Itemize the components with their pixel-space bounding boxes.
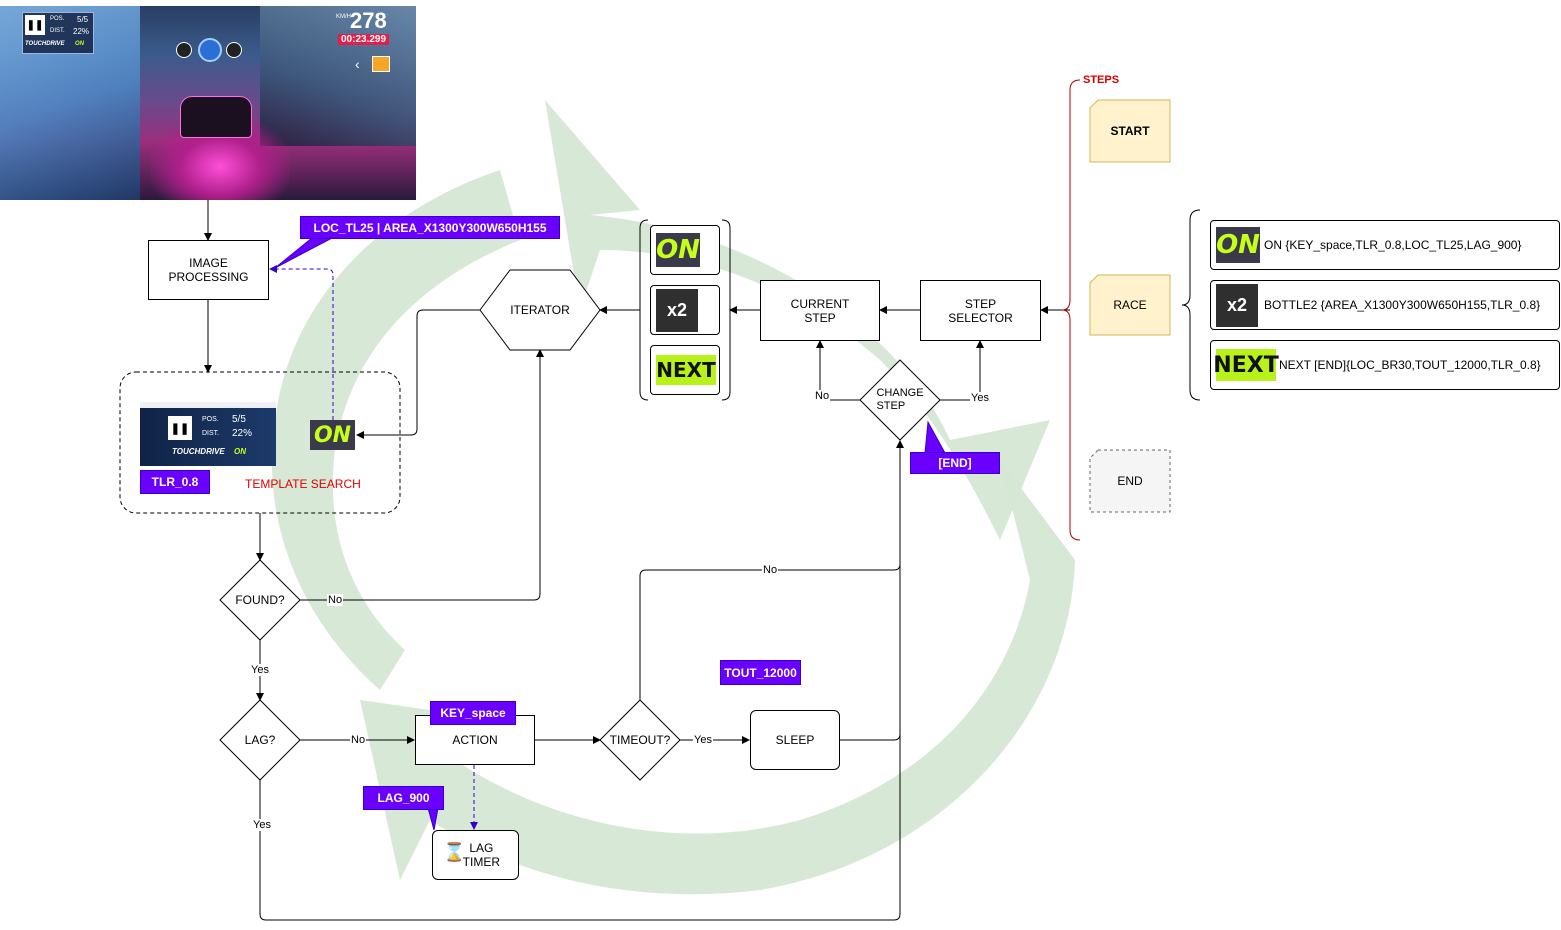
rotate-right-icon xyxy=(226,42,242,58)
rotate-left-icon xyxy=(176,42,192,58)
race-step-on: ON ON {KEY_space,TLR_0.8,LOC_TL25,LAG_90… xyxy=(1210,220,1560,270)
sleep-node: SLEEP xyxy=(750,710,840,770)
recycle-icon xyxy=(271,100,1075,895)
image-processing-node: IMAGE PROCESSING xyxy=(148,240,269,300)
template-thumbnail: ❚❚ POS. 5/5 DIST. 22% TOUCHDRIVE ON xyxy=(140,402,276,466)
hud-touchdrive-label: TOUCHDRIVE xyxy=(25,41,65,47)
template-search-label: TEMPLATE SEARCH xyxy=(245,477,361,491)
steps-label: STEPS xyxy=(1082,74,1121,86)
race-bottle-multiplier: x2 xyxy=(1226,295,1248,315)
timeout-diamond xyxy=(599,699,681,781)
start-step: START xyxy=(1110,124,1150,138)
timeout-yes-label: Yes xyxy=(693,734,713,746)
thumb-pos-value: 5/5 xyxy=(232,414,246,425)
hud-panel: ❚❚ POS. 5/5 DIST. 22% TOUCHDRIVE ON xyxy=(22,12,94,54)
start-note xyxy=(1089,99,1171,163)
race-timer: 00:23.299 xyxy=(338,34,390,45)
lag-label: LAG? xyxy=(244,733,276,747)
lag-timer-node: ⌛ LAG TIMER xyxy=(432,830,519,880)
tout-tag: TOUT_12000 xyxy=(720,660,801,685)
next-icon: NEXT xyxy=(656,355,716,385)
bottle-multiplier: x2 xyxy=(666,300,688,320)
lag-no-label: No xyxy=(350,734,367,746)
found-yes-label: Yes xyxy=(250,664,270,676)
key-space-tag: KEY_space xyxy=(430,701,516,725)
race-step: RACE xyxy=(1113,298,1147,312)
race-on-icon: ON xyxy=(1216,227,1260,263)
pause-icon[interactable]: ❚❚ xyxy=(25,15,45,35)
hud-dist-label: DIST. xyxy=(50,28,65,34)
end-step: END xyxy=(1117,474,1143,488)
race-step-bottle: x2 BOTTLE2 {AREA_X1300Y300W650H155,TLR_0… xyxy=(1210,280,1560,330)
race-step-next: NEXT NEXT [END]{LOC_BR30,TOUT_12000,TLR_… xyxy=(1210,340,1560,390)
end-tag: [END] xyxy=(910,452,1000,474)
step-list-bottle-item: x2 xyxy=(650,285,720,335)
race-bottle-icon: x2 xyxy=(1216,284,1258,327)
found-diamond xyxy=(219,559,301,641)
tlr-tag: TLR_0.8 xyxy=(140,470,210,494)
found-no-label: No xyxy=(327,594,344,606)
speed-value: 278 xyxy=(350,8,387,33)
change-step-no-label: No xyxy=(814,390,831,402)
thumb-dist-value: 22% xyxy=(232,428,253,439)
step-list-next-item: NEXT xyxy=(650,345,720,395)
thumb-pos-label: POS. xyxy=(202,416,219,423)
loc-area-tag: LOC_TL25 | AREA_X1300Y300W650H155 xyxy=(300,216,560,239)
hud-touchdrive-state: ON xyxy=(75,41,84,47)
camera-icon[interactable] xyxy=(372,56,390,72)
change-step-yes-label: Yes xyxy=(970,392,990,404)
hud-pos-value: 5/5 xyxy=(77,15,89,24)
hud-dist-value: 22% xyxy=(73,27,90,36)
found-label: FOUND? xyxy=(235,593,285,607)
hourglass-icon: ⌛ xyxy=(443,842,466,862)
thumb-touchdrive-state: ON xyxy=(234,447,246,456)
nitro-icon xyxy=(198,38,222,62)
on-icon: ON xyxy=(656,233,700,267)
current-step-node: CURRENT STEP xyxy=(760,280,880,341)
lag-diamond xyxy=(219,699,301,781)
race-step-next-text: NEXT [END]{LOC_BR30,TOUT_12000,TLR_0.8} xyxy=(1279,358,1541,372)
change-step-label: CHANGE STEP xyxy=(876,387,924,412)
template-on-icon: ON xyxy=(310,420,355,450)
thumb-dist-label: DIST. xyxy=(202,430,220,437)
lag-timer-label: LAG TIMER xyxy=(462,841,500,869)
step-list-on-item: ON xyxy=(650,225,720,275)
timeout-no-label: No xyxy=(762,564,779,576)
race-note xyxy=(1089,274,1171,336)
race-brace xyxy=(639,209,1201,401)
step-selector-node: STEP SELECTOR xyxy=(920,280,1041,341)
thumb-touchdrive-label: TOUCHDRIVE xyxy=(172,447,225,456)
speed-unit: KM/H xyxy=(336,14,351,20)
iterator-label: ITERATOR xyxy=(510,303,570,317)
race-next-icon: NEXT xyxy=(1213,349,1279,381)
end-note xyxy=(1089,449,1171,513)
hud-pos-label: POS. xyxy=(50,16,65,22)
change-step-diamond xyxy=(859,359,941,441)
game-screenshot: ❚❚ POS. 5/5 DIST. 22% TOUCHDRIVE ON KM/H… xyxy=(0,6,416,200)
race-step-on-text: ON {KEY_space,TLR_0.8,LOC_TL25,LAG_900} xyxy=(1264,238,1522,252)
iterator-hexagon xyxy=(479,269,601,351)
lag-900-tag: LAG_900 xyxy=(363,786,444,810)
steps-brace xyxy=(1061,79,1081,541)
lag-yes-label: Yes xyxy=(252,819,272,831)
back-chevron-icon[interactable]: ‹ xyxy=(355,56,360,72)
thumb-pause-icon: ❚❚ xyxy=(168,416,192,440)
timeout-label: TIMEOUT? xyxy=(609,733,671,747)
race-step-bottle-text: BOTTLE2 {AREA_X1300Y300W650H155,TLR_0.8} xyxy=(1264,298,1541,312)
bottle-icon: x2 xyxy=(656,289,698,332)
